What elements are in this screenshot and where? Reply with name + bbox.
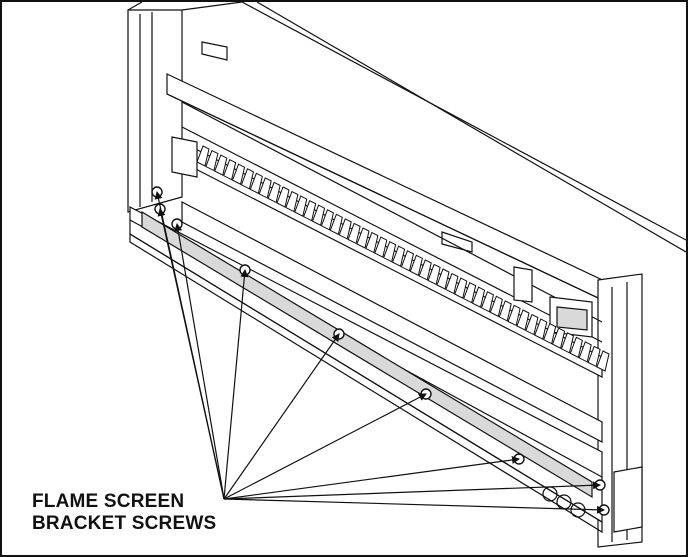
leader-line — [223, 481, 601, 500]
flame-tooth — [427, 263, 441, 286]
flame-tooth — [223, 158, 237, 181]
flame-tooth — [516, 309, 530, 331]
flame-tooth — [338, 218, 352, 240]
flame-tooth — [205, 149, 219, 172]
flame-tooth — [196, 145, 210, 167]
flame-tooth — [249, 172, 263, 195]
flame-tooth — [240, 168, 255, 190]
leader-line — [157, 208, 225, 500]
flame-tooth — [471, 286, 486, 308]
callout-line-1: FLAME SCREEN — [32, 491, 185, 512]
leader-line — [223, 269, 249, 500]
flame-tooth — [587, 345, 601, 368]
flame-tooth — [374, 236, 388, 258]
flame-screen-bracket-screws-label: FLAME SCREEN BRACKET SCREWS — [32, 491, 216, 535]
flame-tooth — [596, 350, 610, 372]
flame-tooth — [525, 313, 539, 336]
flame-tooth — [231, 163, 246, 185]
flame-tooth — [347, 222, 361, 245]
flame-tooth — [258, 177, 272, 199]
flame-tooth — [267, 181, 281, 204]
flame-tooth — [311, 204, 326, 226]
flame-tooth — [489, 295, 503, 318]
flame-tooth — [391, 245, 406, 267]
flame-tooth — [400, 250, 415, 272]
flame-tooth — [356, 227, 370, 249]
flame-tooth — [409, 254, 423, 277]
flame-tooth — [418, 259, 432, 281]
flame-tooth — [383, 240, 397, 263]
leader-lines — [154, 191, 605, 514]
flame-tooth — [560, 332, 575, 354]
flame-tooth — [285, 190, 299, 213]
leader-line — [174, 223, 225, 500]
leader-line — [223, 455, 520, 500]
flame-tooth — [445, 272, 459, 295]
flame-tooth — [294, 195, 308, 217]
flame-tooth — [498, 300, 512, 322]
flame-tooth — [329, 213, 343, 236]
flame-tooth — [365, 231, 379, 254]
flame-tooth — [480, 291, 495, 313]
leader-line — [223, 333, 340, 500]
leader-line — [223, 498, 605, 514]
flame-tooth — [303, 199, 317, 222]
flame-tooth — [454, 277, 468, 299]
flame-tooth — [543, 322, 557, 345]
flame-tooth — [214, 154, 228, 176]
flame-tooth — [436, 268, 450, 290]
flame-tooth — [463, 281, 477, 304]
unit-housing — [127, 2, 686, 548]
flame-teeth — [196, 145, 610, 372]
flame-tooth — [551, 327, 566, 349]
callout-line-2: BRACKET SCREWS — [32, 513, 217, 534]
flame-tooth — [534, 318, 548, 340]
flame-tooth — [569, 336, 583, 359]
leader-line — [223, 393, 427, 500]
flame-tooth — [507, 304, 521, 327]
flame-tooth — [276, 186, 290, 208]
flame-tooth — [578, 341, 592, 363]
flame-tooth — [320, 209, 335, 231]
